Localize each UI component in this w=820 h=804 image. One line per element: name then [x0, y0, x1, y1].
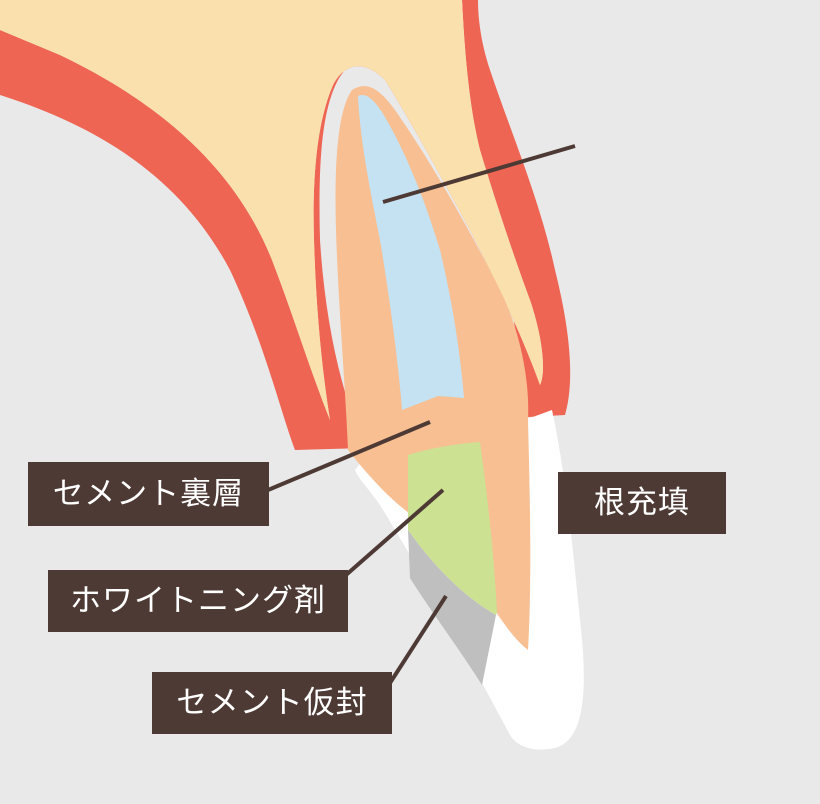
- leader-line-root-filling: [382, 144, 576, 204]
- label-whitening-agent: ホワイトニング剤: [48, 570, 348, 632]
- label-cement-temporary-seal: セメント仮封: [152, 672, 392, 734]
- bone-tissue: [0, 0, 543, 420]
- root-filling-material: [358, 94, 464, 411]
- label-root-filling: 根充填: [558, 472, 726, 534]
- label-cement-liner: セメント裏層: [28, 462, 269, 526]
- leader-line-whitening: [344, 488, 445, 577]
- temporary-seal-material: [408, 530, 496, 685]
- whitening-agent-material: [408, 442, 497, 615]
- leader-line-cement-liner: [267, 420, 431, 492]
- leader-line-cement-temp: [388, 594, 448, 685]
- gum-tissue: [0, 0, 571, 450]
